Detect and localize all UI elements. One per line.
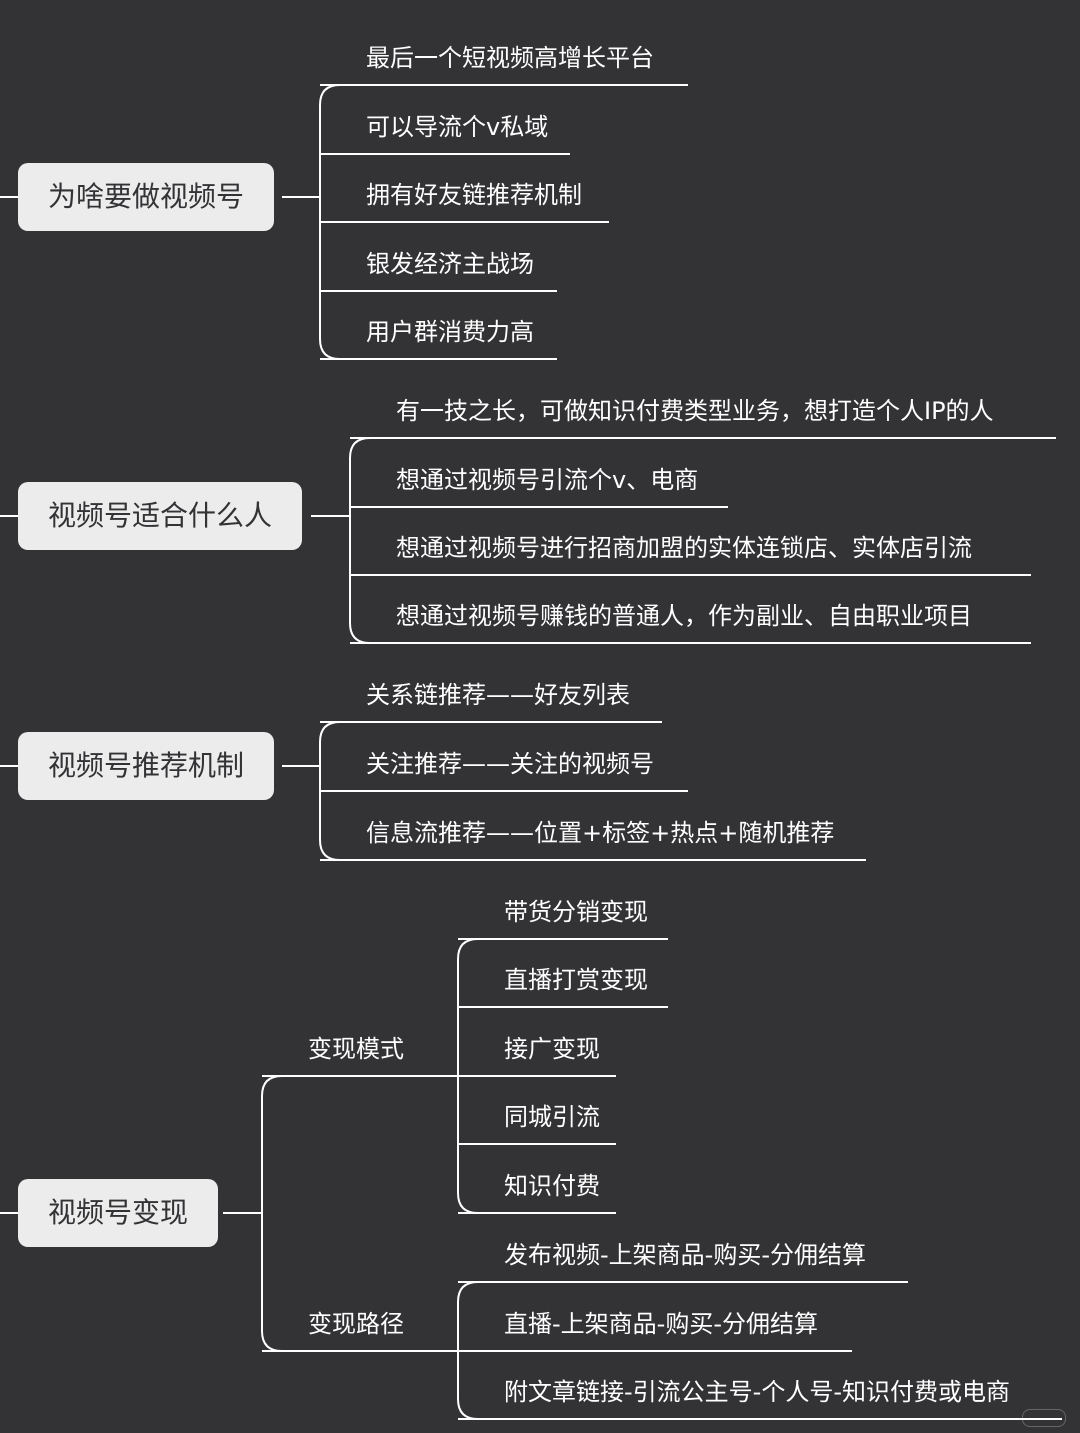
node-who-suitable: 视频号适合什么人 [18,482,303,550]
item-mode-2: 直播打赏变现 [504,966,648,994]
item-suitable-2: 想通过视频号引流个v、电商 [396,466,699,494]
item-why-2: 可以导流个v私域 [366,113,549,141]
connector-group-monetize [0,938,1062,1420]
item-path-2: 直播-上架商品-购买-分佣结算 [504,1310,818,1338]
node-monetization: 视频号变现 [18,1179,219,1247]
item-mode-3: 接广变现 [504,1035,600,1063]
item-why-3: 拥有好友链推荐机制 [366,181,582,209]
item-why-5: 用户群消费力高 [366,318,534,346]
item-recommend-1: 关系链推荐——好友列表 [366,681,630,709]
item-mode-4: 同城引流 [504,1103,600,1131]
item-recommend-3: 信息流推荐——位置+标签+热点+随机推荐 [366,819,835,847]
item-mode-1: 带货分销变现 [504,898,648,926]
item-mode-5: 知识付费 [504,1172,600,1200]
node-recommend-mechanism: 视频号推荐机制 [18,732,275,800]
watermark-badge [1022,1409,1066,1427]
item-path-3: 附文章链接-引流公主号-个人号-知识付费或电商 [504,1378,1010,1406]
node-why-video-account: 为啥要做视频号 [18,163,275,231]
item-suitable-1: 有一技之长，可做知识付费类型业务，想打造个人IP的人 [396,397,994,425]
connector-group-why [0,84,688,360]
connector-group-suitable [0,437,1056,644]
item-why-1: 最后一个短视频高增长平台 [366,44,654,72]
item-suitable-4: 想通过视频号赚钱的普通人，作为副业、自由职业项目 [396,602,972,630]
item-path-1: 发布视频-上架商品-购买-分佣结算 [504,1241,866,1269]
group-label-monetize-mode: 变现模式 [308,1035,404,1063]
group-label-monetize-path: 变现路径 [308,1310,404,1338]
connector-group-recommend [0,721,866,861]
item-recommend-2: 关注推荐——关注的视频号 [366,750,654,778]
item-why-4: 银发经济主战场 [366,250,534,278]
item-suitable-3: 想通过视频号进行招商加盟的实体连锁店、实体店引流 [396,534,972,562]
